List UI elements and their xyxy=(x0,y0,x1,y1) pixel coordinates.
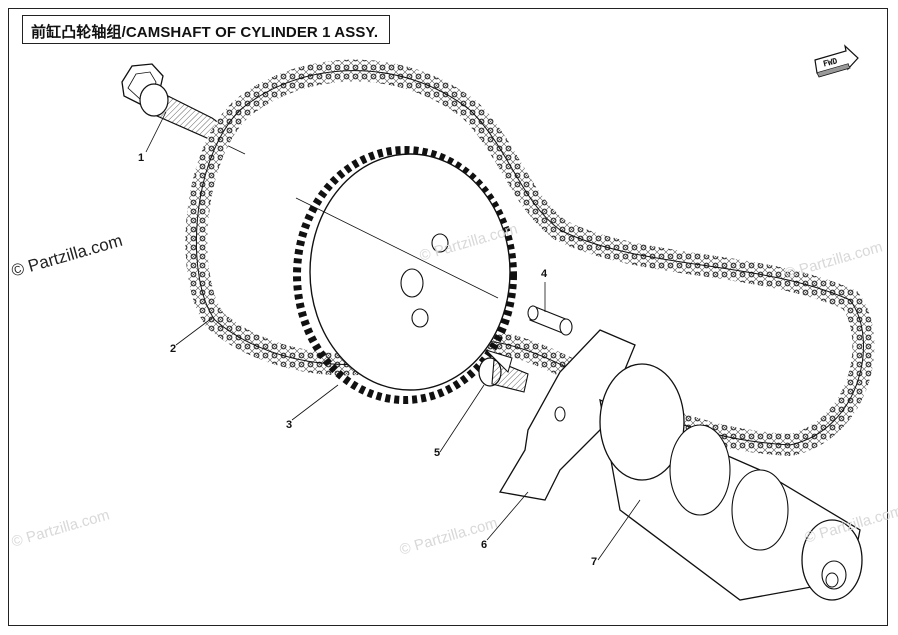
callout-7: 7 xyxy=(591,556,598,568)
timing-chain xyxy=(185,59,875,457)
callout-2: 2 xyxy=(170,343,177,355)
callout-4: 4 xyxy=(541,268,548,280)
leader-lines xyxy=(145,111,641,561)
callout-1: 1 xyxy=(138,152,145,164)
cam-sprocket xyxy=(293,146,517,404)
stud-bolt xyxy=(478,349,529,393)
fwd-arrow-icon xyxy=(814,44,859,78)
camshaft xyxy=(599,363,863,601)
title-box: 前缸凸轮轴组/CAMSHAFT OF CYLINDER 1 ASSY. xyxy=(22,15,390,44)
diagram-title: 前缸凸轮轴组/CAMSHAFT OF CYLINDER 1 ASSY. xyxy=(31,24,379,41)
diagram-frame xyxy=(8,8,888,626)
flange-bolt xyxy=(121,63,246,155)
dowel-pin xyxy=(527,305,573,336)
chain-guide-plate xyxy=(498,329,636,501)
callout-3: 3 xyxy=(286,419,293,431)
callout-6: 6 xyxy=(481,539,488,551)
callout-5: 5 xyxy=(434,447,441,459)
